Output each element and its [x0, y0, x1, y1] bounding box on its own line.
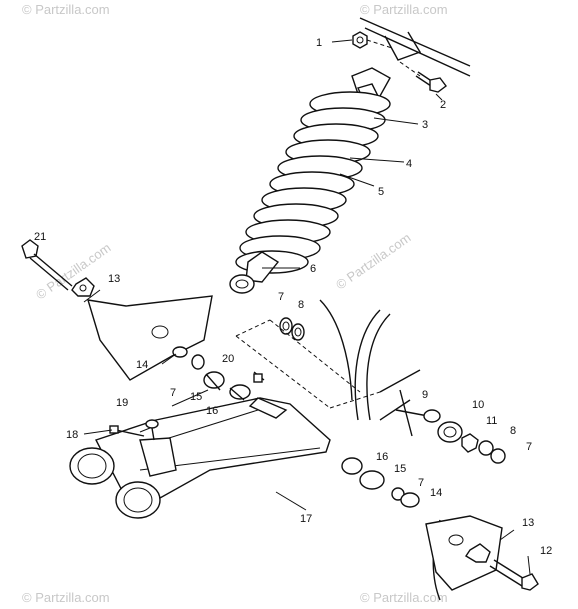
callout-2: 2	[440, 99, 446, 111]
callout-15-left: 15	[190, 391, 202, 403]
pivot-ring-upper	[69, 447, 115, 485]
phantom-lines	[235, 319, 381, 409]
callout-7-mid: 7	[170, 387, 176, 399]
callout-13-right: 13	[522, 517, 534, 529]
nut-11	[461, 433, 479, 453]
callout-12: 12	[540, 545, 552, 557]
bolt-12	[489, 559, 539, 591]
callout-9: 9	[422, 389, 428, 401]
shock-spring	[235, 91, 391, 274]
watermark-bottom-left: © Partzilla.com	[22, 590, 110, 605]
callout-17: 17	[300, 513, 312, 525]
callout-19: 19	[116, 397, 128, 409]
callout-leaders	[83, 39, 531, 575]
callout-16-left: 16	[206, 405, 218, 417]
callout-3: 3	[422, 119, 428, 131]
callout-7-upper: 7	[278, 291, 284, 303]
callout-15-right: 15	[394, 463, 406, 475]
callout-8-upper: 8	[298, 299, 304, 311]
callout-10: 10	[472, 399, 484, 411]
pivot-ring-lower	[115, 481, 161, 519]
callout-13-left: 13	[108, 273, 120, 285]
watermarks: © Partzilla.com © Partzilla.com © Partzi…	[22, 2, 448, 605]
callout-6: 6	[310, 263, 316, 275]
hub-star	[379, 369, 429, 437]
watermark-right-rotated: © Partzilla.com	[333, 230, 413, 293]
wheel-arcs	[319, 299, 441, 601]
frame-top	[359, 17, 471, 77]
shock-lower-eye	[229, 251, 280, 294]
bolt-21	[21, 239, 73, 291]
nut-1	[352, 31, 393, 49]
spacer-16-right	[341, 457, 363, 475]
callout-7-right: 7	[526, 441, 532, 453]
washer-14-left	[172, 346, 188, 358]
bushing-10	[437, 421, 463, 443]
bushing-15-left	[203, 371, 225, 391]
callout-7-lower-right: 7	[418, 477, 424, 489]
bolt-18	[109, 425, 145, 437]
spacer-16-left	[229, 384, 251, 401]
callout-4: 4	[406, 158, 412, 170]
callout-21: 21	[34, 231, 46, 243]
callout-11: 11	[486, 415, 497, 427]
watermark-top-right: © Partzilla.com	[360, 2, 448, 17]
callout-1: 1	[316, 37, 322, 49]
callout-14-right: 14	[430, 487, 442, 499]
washer-8-right	[478, 440, 494, 456]
callout-5: 5	[378, 186, 384, 198]
callout-20: 20	[222, 353, 234, 365]
right-cover-plate	[425, 515, 503, 591]
bolt-2	[399, 61, 447, 93]
washer-7-right	[490, 448, 506, 464]
washer-14-right	[400, 492, 420, 508]
bushing-9	[423, 409, 441, 423]
callout-16-right: 16	[376, 451, 388, 463]
watermark-top-left: © Partzilla.com	[22, 2, 110, 17]
callout-8-right: 8	[510, 425, 516, 437]
washer-13-right	[465, 543, 491, 563]
callout-18: 18	[66, 429, 78, 441]
grease-fitting-20	[253, 371, 265, 383]
callout-labels: 1 2 3 4 5 6 7 8 13 14 21 20 7 15 16 19 1…	[34, 37, 552, 557]
callout-14-left: 14	[136, 359, 148, 371]
washer-8-upper	[291, 323, 305, 341]
bushing-15-right	[359, 470, 385, 490]
washer-7-mid	[191, 354, 205, 370]
left-cover-plate	[87, 295, 213, 381]
washer-13-left	[71, 277, 95, 297]
watermark-bottom-right: © Partzilla.com	[360, 590, 448, 605]
washer-7-upper	[279, 317, 293, 335]
bolt-19	[145, 419, 159, 441]
